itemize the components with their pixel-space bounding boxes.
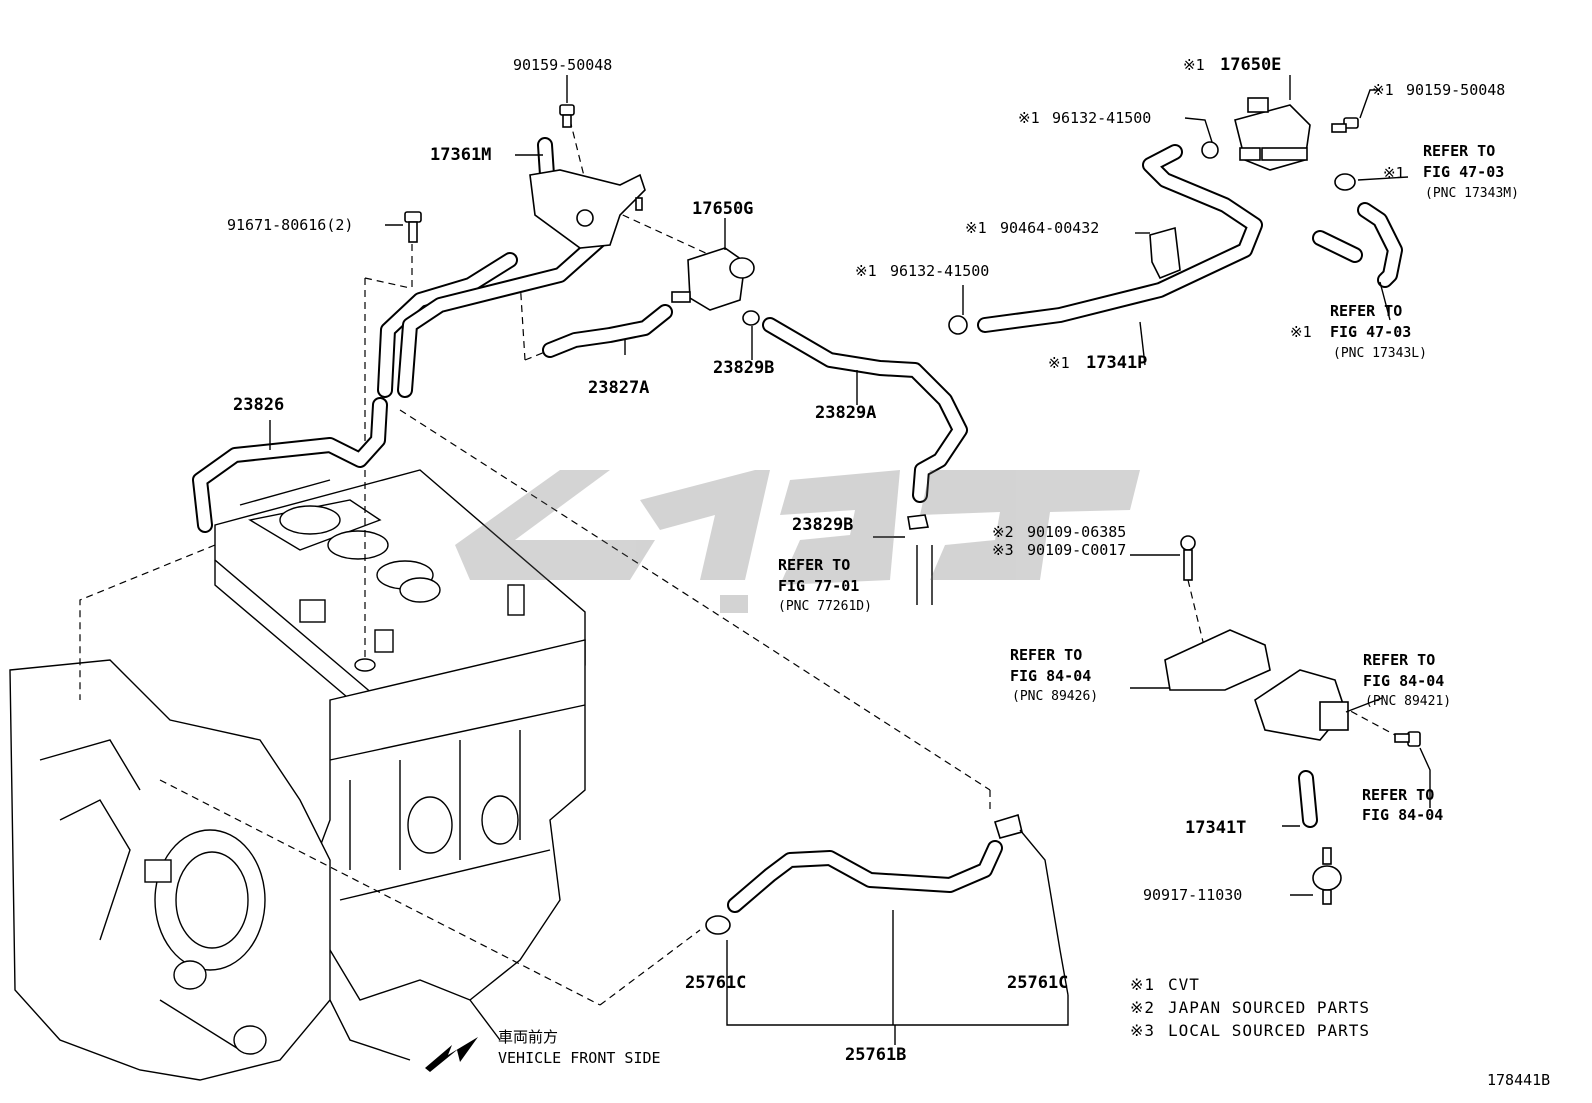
- svg-text:(PNC 17343M): (PNC 17343M): [1425, 186, 1519, 201]
- label-91671-80616: 91671-80616(2): [227, 216, 353, 234]
- label-25761B: 25761B: [845, 1045, 906, 1065]
- clamp-icon: [993, 813, 1023, 839]
- label-23827A: 23827A: [588, 378, 649, 398]
- svg-text:FIG 84-04: FIG 84-04: [1363, 672, 1444, 690]
- svg-text:FIG 47-03: FIG 47-03: [1423, 163, 1504, 181]
- label-23829B-upper: 23829B: [713, 358, 774, 378]
- marker-cvt: ※1: [1290, 323, 1312, 341]
- engine-drawing: [9, 469, 586, 1081]
- svg-text:REFER TO: REFER TO: [1423, 142, 1495, 160]
- marker-local: ※3: [992, 541, 1014, 559]
- figure-id: 178441B: [1487, 1071, 1550, 1089]
- svg-text:(PNC 17343L): (PNC 17343L): [1333, 346, 1427, 361]
- label-90109-06385: 90109-06385: [1027, 523, 1126, 541]
- svg-text:FIG 84-04: FIG 84-04: [1010, 667, 1091, 685]
- marker-cvt: ※1: [1383, 164, 1405, 182]
- label-23829B-lower: 23829B: [792, 515, 853, 535]
- label-17650E: 17650E: [1220, 55, 1281, 75]
- svg-text:(PNC 89426): (PNC 89426): [1012, 689, 1098, 704]
- refer-fig-84-04-a: REFER TO FIG 84-04 (PNC 89426): [1010, 646, 1098, 704]
- clamp-icon: [948, 315, 968, 335]
- front-direction-arrow-icon: [425, 1037, 478, 1072]
- leader-lines: [269, 75, 1431, 1045]
- front-direction: 車両前方 VEHICLE FRONT SIDE: [425, 1028, 661, 1072]
- bolt-icon: [1394, 731, 1421, 747]
- refer-blocks: REFER TO FIG 77-01 (PNC 77261D) REFER TO…: [778, 142, 1519, 824]
- watermark-logo-icon: [455, 470, 1140, 613]
- refer-fig-84-04-c: REFER TO FIG 84-04: [1362, 786, 1443, 824]
- legend-mark-1: ※1: [1130, 975, 1155, 994]
- svg-text:REFER TO: REFER TO: [1362, 786, 1434, 804]
- label-17341T: 17341T: [1185, 818, 1246, 838]
- label-90159-50048-right: 90159-50048: [1406, 81, 1505, 99]
- label-17341P: 17341P: [1086, 353, 1147, 373]
- direction-japanese: 車両前方: [498, 1028, 558, 1046]
- svg-text:REFER TO: REFER TO: [1330, 302, 1402, 320]
- bolt-icon: [559, 104, 575, 128]
- refer-fig-47-03-l: REFER TO ※1 FIG 47-03 (PNC 17343L): [1290, 302, 1427, 361]
- vsv-valve-icon: [671, 247, 755, 311]
- label-90464-00432: 90464-00432: [1000, 219, 1099, 237]
- clamp-icon: [907, 514, 929, 530]
- legend-text-3: LOCAL SOURCED PARTS: [1168, 1021, 1370, 1040]
- legend-text-1: CVT: [1168, 975, 1200, 994]
- label-25761C-right: 25761C: [1007, 973, 1068, 993]
- label-23829A: 23829A: [815, 403, 876, 423]
- clamp-icon: [742, 310, 760, 326]
- marker-cvt: ※1: [1372, 81, 1394, 99]
- legend-mark-2: ※2: [1130, 998, 1155, 1017]
- clamp-icon: [1334, 173, 1356, 191]
- marker-japan: ※2: [992, 523, 1014, 541]
- label-17361M: 17361M: [430, 145, 491, 165]
- stud-bolt-icon: [1180, 535, 1196, 581]
- svg-text:FIG 77-01: FIG 77-01: [778, 577, 859, 595]
- label-17650G: 17650G: [692, 199, 753, 219]
- label-96132-41500-a: 96132-41500: [1052, 109, 1151, 127]
- refer-fig-77-01: REFER TO FIG 77-01 (PNC 77261D): [778, 556, 872, 614]
- refer-fig-84-04-b: REFER TO FIG 84-04 (PNC 89421): [1363, 651, 1451, 709]
- marker-cvt: ※1: [1048, 354, 1070, 372]
- marker-cvt: ※1: [855, 262, 877, 280]
- svg-text:FIG 84-04: FIG 84-04: [1362, 806, 1443, 824]
- marker-cvt: ※1: [965, 219, 987, 237]
- marker-cvt: ※1: [1018, 109, 1040, 127]
- vacuum-filter-icon: [1312, 847, 1342, 905]
- part-labels: 90159-50048 17361M 91671-80616(2) 17650G…: [227, 55, 1505, 1065]
- clamp-icon: [705, 915, 731, 935]
- svg-text:REFER TO: REFER TO: [778, 556, 850, 574]
- legend-mark-3: ※3: [1130, 1021, 1155, 1040]
- refer-fig-47-03-m: REFER TO FIG 47-03 (PNC 17343M): [1423, 142, 1519, 201]
- svg-text:(PNC 77261D): (PNC 77261D): [778, 599, 872, 614]
- label-23826: 23826: [233, 395, 284, 415]
- components: [404, 97, 1421, 935]
- pipe-stub: [916, 545, 933, 605]
- marker-cvt: ※1: [1183, 56, 1205, 74]
- label-90917-11030: 90917-11030: [1143, 886, 1242, 904]
- svg-text:REFER TO: REFER TO: [1363, 651, 1435, 669]
- label-90159-50048: 90159-50048: [513, 56, 612, 74]
- legend: ※1 CVT ※2 JAPAN SOURCED PARTS ※3 LOCAL S…: [1130, 975, 1370, 1040]
- bolt-icon: [1331, 117, 1359, 133]
- direction-english: VEHICLE FRONT SIDE: [498, 1049, 661, 1067]
- vsv-valve-icon: [1234, 97, 1311, 171]
- label-25761C-left: 25761C: [685, 973, 746, 993]
- clamp-icon: [1201, 141, 1219, 159]
- svg-text:(PNC 89421): (PNC 89421): [1365, 694, 1451, 709]
- label-90109-C0017: 90109-C0017: [1027, 541, 1126, 559]
- legend-text-2: JAPAN SOURCED PARTS: [1168, 998, 1370, 1017]
- clip-icon: [1149, 226, 1181, 280]
- svg-text:FIG 47-03: FIG 47-03: [1330, 323, 1411, 341]
- label-96132-41500-b: 96132-41500: [890, 262, 989, 280]
- svg-text:REFER TO: REFER TO: [1010, 646, 1082, 664]
- bolt-icon: [404, 211, 422, 243]
